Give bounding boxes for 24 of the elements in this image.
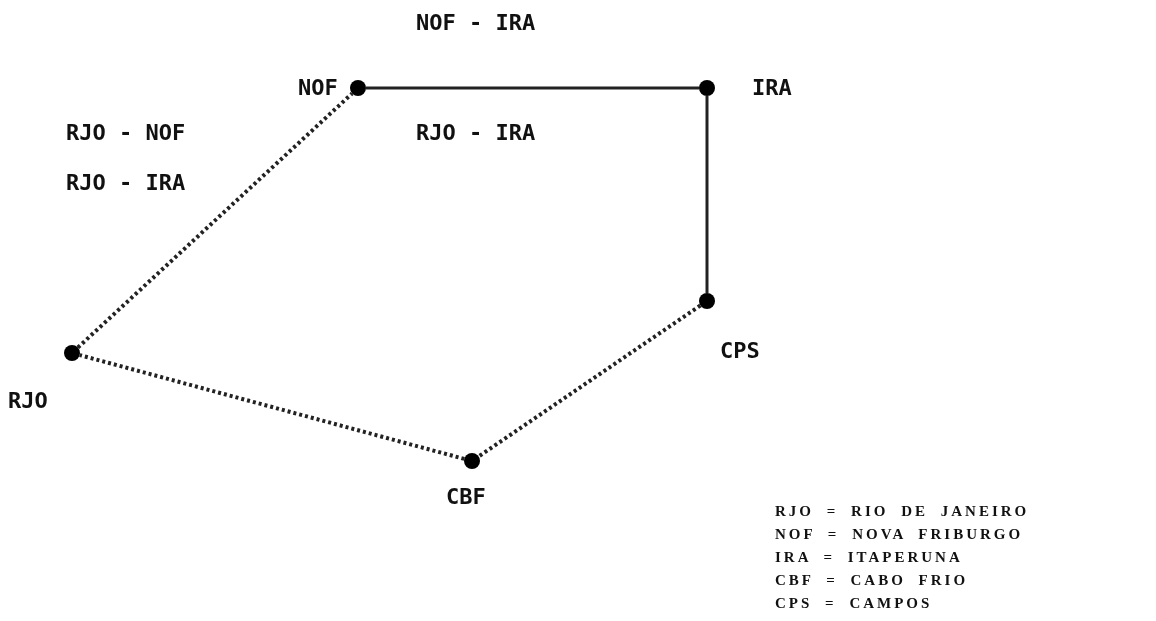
city-dot <box>464 453 480 469</box>
city-dot <box>699 80 715 96</box>
city-code-label: IRA <box>752 77 792 99</box>
route-line <box>366 86 699 90</box>
city-code-label: CPS <box>720 340 760 362</box>
route-label: NOF - IRA <box>416 12 536 34</box>
legend-entry: CPS = CAMPOS <box>775 595 933 612</box>
route-label: RJO - IRA <box>416 122 536 144</box>
route-line <box>705 96 709 293</box>
route-line <box>76 91 354 350</box>
city-dot <box>350 80 366 96</box>
legend-entry: NOF = NOVA FRIBURGO <box>775 526 1024 543</box>
legend-entry: CBF = CABO FRIO <box>775 572 969 589</box>
city-dot <box>64 345 80 361</box>
city-code-label: RJO <box>8 390 48 412</box>
city-code-label: CBF <box>446 486 486 508</box>
route-label: RJO - IRA <box>66 172 186 194</box>
route-label: RJO - NOF <box>66 122 186 144</box>
legend-entry: IRA = ITAPERUNA <box>775 549 963 566</box>
legend-entry: RJO = RIO DE JANEIRO <box>775 503 1030 520</box>
route-line <box>477 303 702 459</box>
city-dot <box>699 293 715 309</box>
route-line <box>79 353 465 461</box>
city-code-label: NOF <box>298 77 338 99</box>
